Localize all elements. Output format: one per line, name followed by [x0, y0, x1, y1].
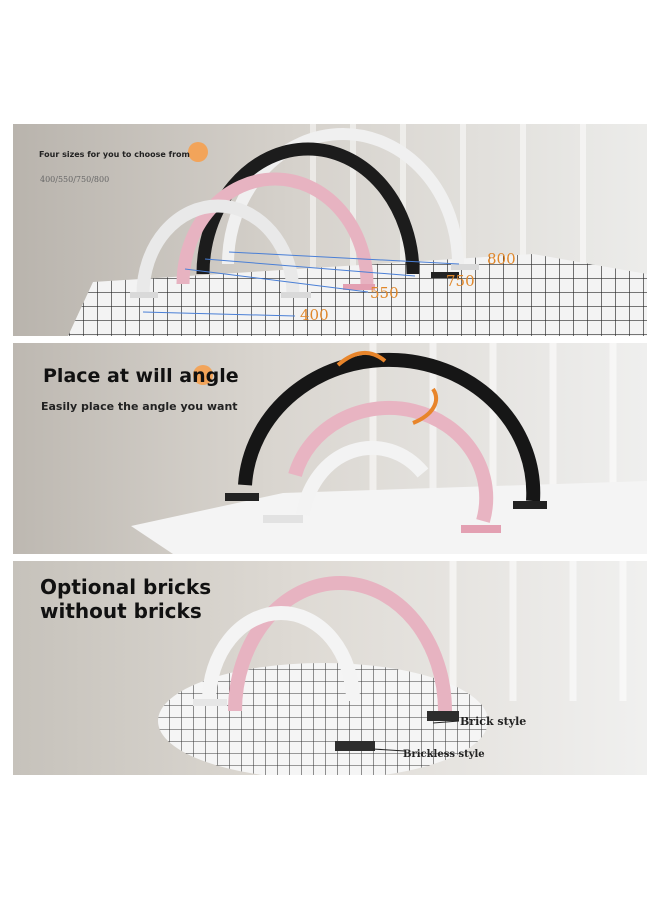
orange-dot-icon	[193, 365, 213, 385]
lamp-550-pink	[176, 172, 374, 285]
four-sizes-illustration	[13, 124, 647, 336]
curtain-folds	[449, 561, 627, 701]
panel-bricks: Optional bricks without bricks Brick sty…	[13, 561, 647, 775]
pink-lamp	[228, 576, 452, 712]
black-lamp	[238, 352, 541, 502]
bricks-illustration	[13, 561, 647, 775]
brickless-style-label: Brickless style	[403, 749, 485, 760]
orange-dot-icon	[188, 142, 208, 162]
checkered-table	[68, 254, 647, 336]
rotate-arrow-right-icon	[412, 387, 439, 425]
dimension-lines	[142, 251, 460, 317]
lamp-bases	[130, 264, 479, 298]
dimension-label-400: 400	[300, 306, 329, 324]
white-lamp	[296, 440, 429, 517]
four-sizes-heading: Four sizes for you to choose from	[39, 150, 190, 159]
panel-four-sizes: Four sizes for you to choose from 400/55…	[13, 124, 647, 336]
dimension-label-550: 550	[370, 284, 399, 302]
dimension-label-800: 800	[487, 250, 516, 268]
lamp-bases	[193, 699, 459, 751]
brick-style-label: Brick style	[460, 715, 527, 728]
sizes-list: 400/550/750/800	[40, 175, 110, 184]
brick-pointer-line	[432, 720, 460, 724]
lamp-bases	[225, 493, 547, 533]
panel-angle: Place at will angle Easily place the ang…	[13, 343, 647, 554]
bricks-heading-line1: Optional bricks	[40, 575, 212, 599]
bricks-heading: Optional bricks without bricks	[40, 575, 211, 623]
rotate-arrow-top-icon	[336, 350, 387, 367]
dimension-label-750: 750	[446, 272, 475, 290]
bricks-heading-line2: without bricks	[40, 599, 202, 623]
angle-subheading: Easily place the angle you want	[41, 400, 238, 413]
white-table	[131, 481, 647, 554]
lamp-750-black	[196, 142, 420, 275]
pink-lamp	[288, 400, 494, 523]
angle-heading: Place at will angle	[43, 365, 239, 387]
white-lamp	[202, 606, 360, 702]
brickless-pointer-line	[372, 748, 406, 752]
angle-illustration	[13, 343, 647, 554]
